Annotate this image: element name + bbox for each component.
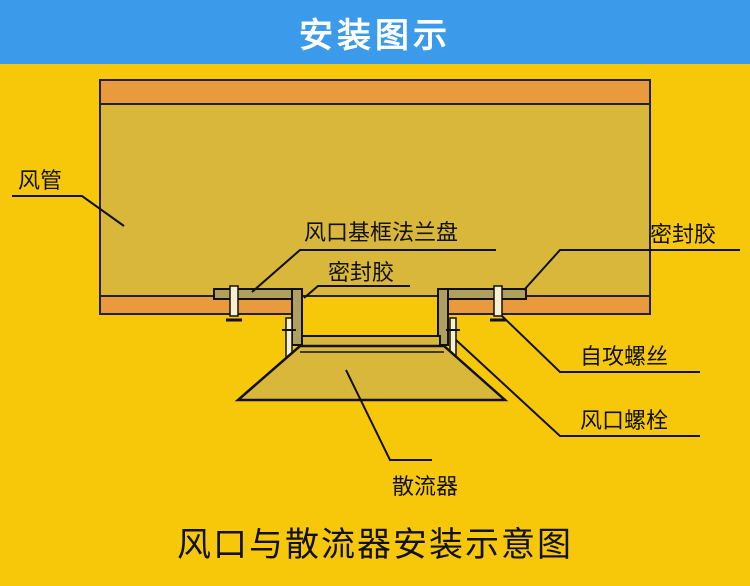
label-sealant-left: 密封胶: [328, 261, 394, 286]
leader-bolt: [455, 339, 700, 437]
installation-diagram: 风管 风口基框法兰盘 密封胶 密封胶 自攻螺丝 风口螺栓 散流器 风口与散流器安…: [12, 79, 740, 565]
label-duct: 风管: [18, 169, 62, 194]
leader-flange: [251, 249, 496, 293]
screw-right: [490, 285, 506, 322]
label-base-frame-flange: 风口基框法兰盘: [304, 221, 458, 246]
leader-sealant-right: [523, 249, 740, 291]
leader-diffuser: [345, 369, 432, 461]
leader-duct: [12, 195, 125, 227]
flange-left: [213, 288, 303, 346]
duct-top-strip: [99, 79, 651, 105]
screw-left: [226, 285, 242, 322]
label-self-tapping-screw: 自攻螺丝: [580, 345, 668, 370]
leader-screw: [501, 315, 700, 373]
diagram-caption: 风口与散流器安装示意图: [177, 525, 573, 565]
duct-body: [99, 103, 651, 297]
header-bar: 安装图示: [0, 0, 750, 64]
leader-lines: [12, 195, 740, 461]
diffuser: [234, 335, 509, 402]
label-sealant-right: 密封胶: [650, 223, 716, 248]
label-diffuser: 散流器: [392, 475, 458, 500]
header-title: 安装图示: [299, 15, 451, 56]
leader-sealant-left: [303, 285, 410, 299]
label-vent-bolt: 风口螺栓: [580, 409, 668, 434]
